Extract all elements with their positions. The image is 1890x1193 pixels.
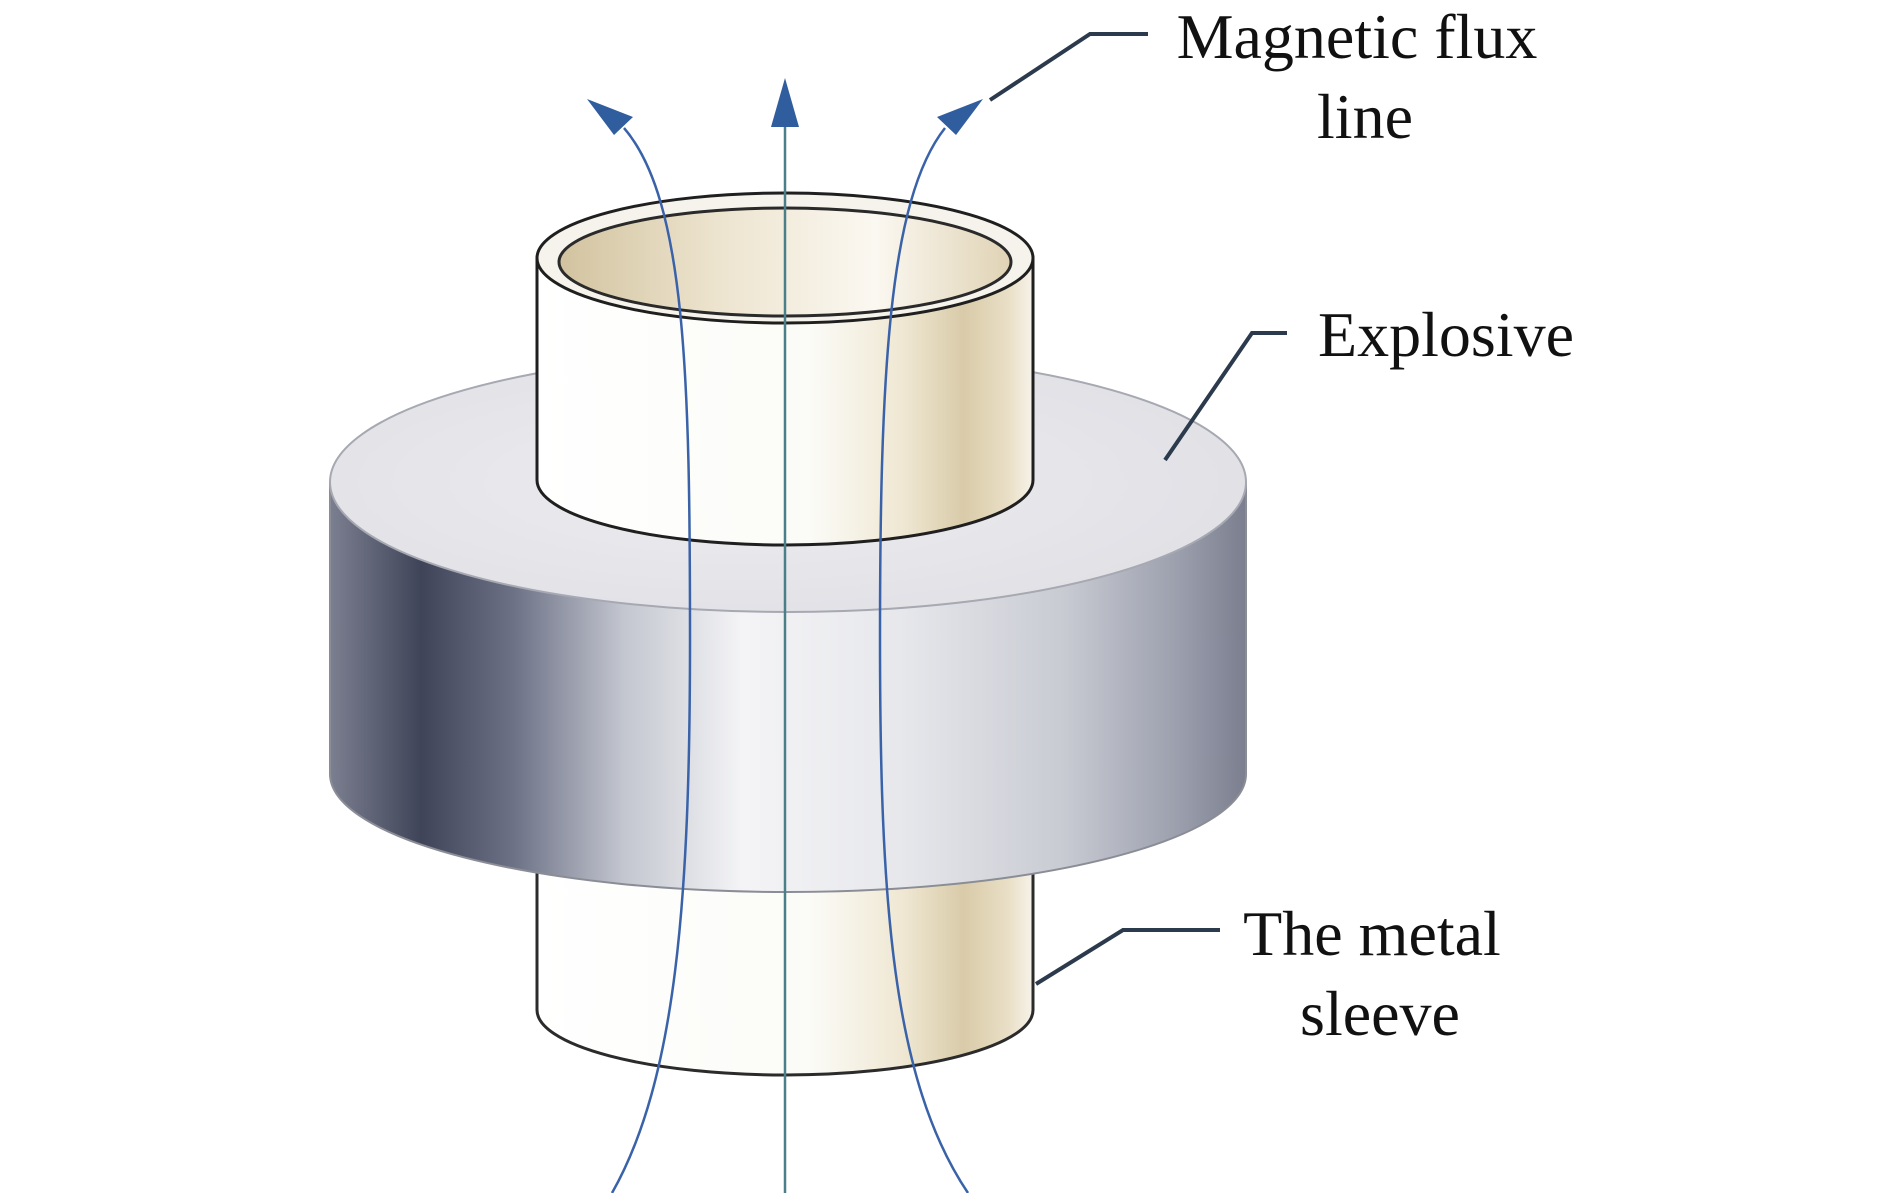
sleeve-label-line-2: sleeve (1300, 978, 1460, 1049)
arrow-up-right-icon (937, 99, 983, 135)
flux-label: Magnetic flux line (1177, 1, 1554, 152)
flux-label-line-1: Magnetic flux (1177, 1, 1538, 72)
sleeve-leader-line (1034, 928, 1220, 986)
flux-line-right (878, 127, 970, 1193)
flux-leader-line (988, 32, 1148, 102)
arrow-up-left-icon (587, 99, 633, 135)
sleeve-label-line-1: The metal (1243, 898, 1501, 969)
arrow-up-center-icon (771, 78, 799, 127)
explosive-leader-line (1163, 331, 1287, 462)
sleeve-label: The metal sleeve (1243, 898, 1517, 1049)
leader-lines (988, 32, 1287, 986)
flux-label-line-2: line (1317, 81, 1413, 152)
magnetic-flux-lines (610, 125, 970, 1193)
explosive-label-line-1: Explosive (1318, 299, 1574, 370)
explosive-label: Explosive (1318, 299, 1574, 370)
flux-line-left (610, 127, 692, 1193)
flux-arrowheads (587, 78, 983, 135)
